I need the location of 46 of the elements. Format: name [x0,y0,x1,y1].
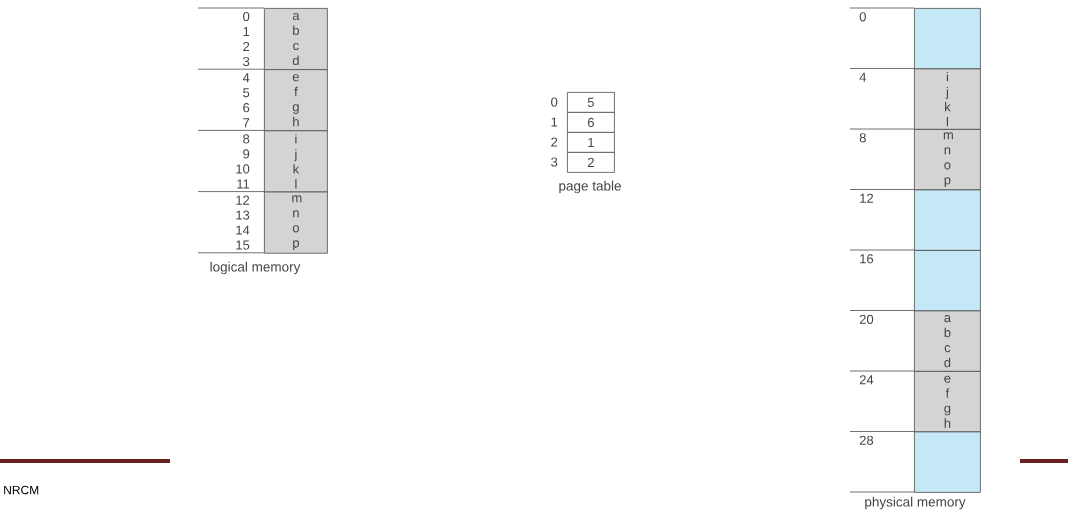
memory-frame: a b c d [914,310,981,372]
offset-number: 7 [243,118,250,128]
page-box: e f g h [264,69,328,132]
memory-frame [914,189,981,251]
frame-address: 24 [859,375,874,385]
offset-number: 11 [237,179,250,189]
offset-number: 0 [243,11,250,22]
caption: physical memory [865,496,966,510]
page-box: m n o p [264,191,328,254]
table-cell: 6 [567,112,615,133]
table-cell: 5 [567,92,615,113]
frame-address: 20 [859,314,874,324]
footer-text: NRCM [4,485,39,495]
offset-number: 8 [243,134,250,144]
memory-frame [914,431,981,493]
offset-number: 1 [243,27,250,36]
offset-number: 4 [242,73,250,83]
offset-number: 14 [236,225,250,235]
frame-address: 28 [859,435,874,445]
offset-number: 13 [236,210,250,220]
offset-number: 9 [243,149,250,159]
offset-number: 15 [236,240,250,250]
caption: page table [559,180,621,194]
frame-address: 8 [859,133,866,143]
memory-frame [914,8,981,70]
memory-frame: e f g h [914,371,981,433]
table-cell: 1 [567,132,615,153]
caption: logical memory [210,261,301,275]
page-number: 1 [551,117,558,127]
frame-address: 12 [860,193,873,203]
page-number: 2 [551,137,558,147]
frame-address: 0 [859,12,866,22]
page-number: 3 [551,157,558,167]
table-cell: 2 [567,152,615,173]
offset-number: 5 [243,88,250,98]
memory-frame [914,250,981,312]
offset-number: 10 [236,164,250,174]
frame-address: 4 [859,72,867,82]
page-number: 0 [551,97,558,107]
page-box: a b c d [264,8,328,70]
frame-address: 16 [860,254,874,264]
offset-number: 6 [243,103,250,113]
offset-number: 3 [243,56,250,67]
offset-number: 12 [236,195,250,205]
offset-number: 2 [243,41,250,52]
memory-frame: m n o p [914,129,981,191]
